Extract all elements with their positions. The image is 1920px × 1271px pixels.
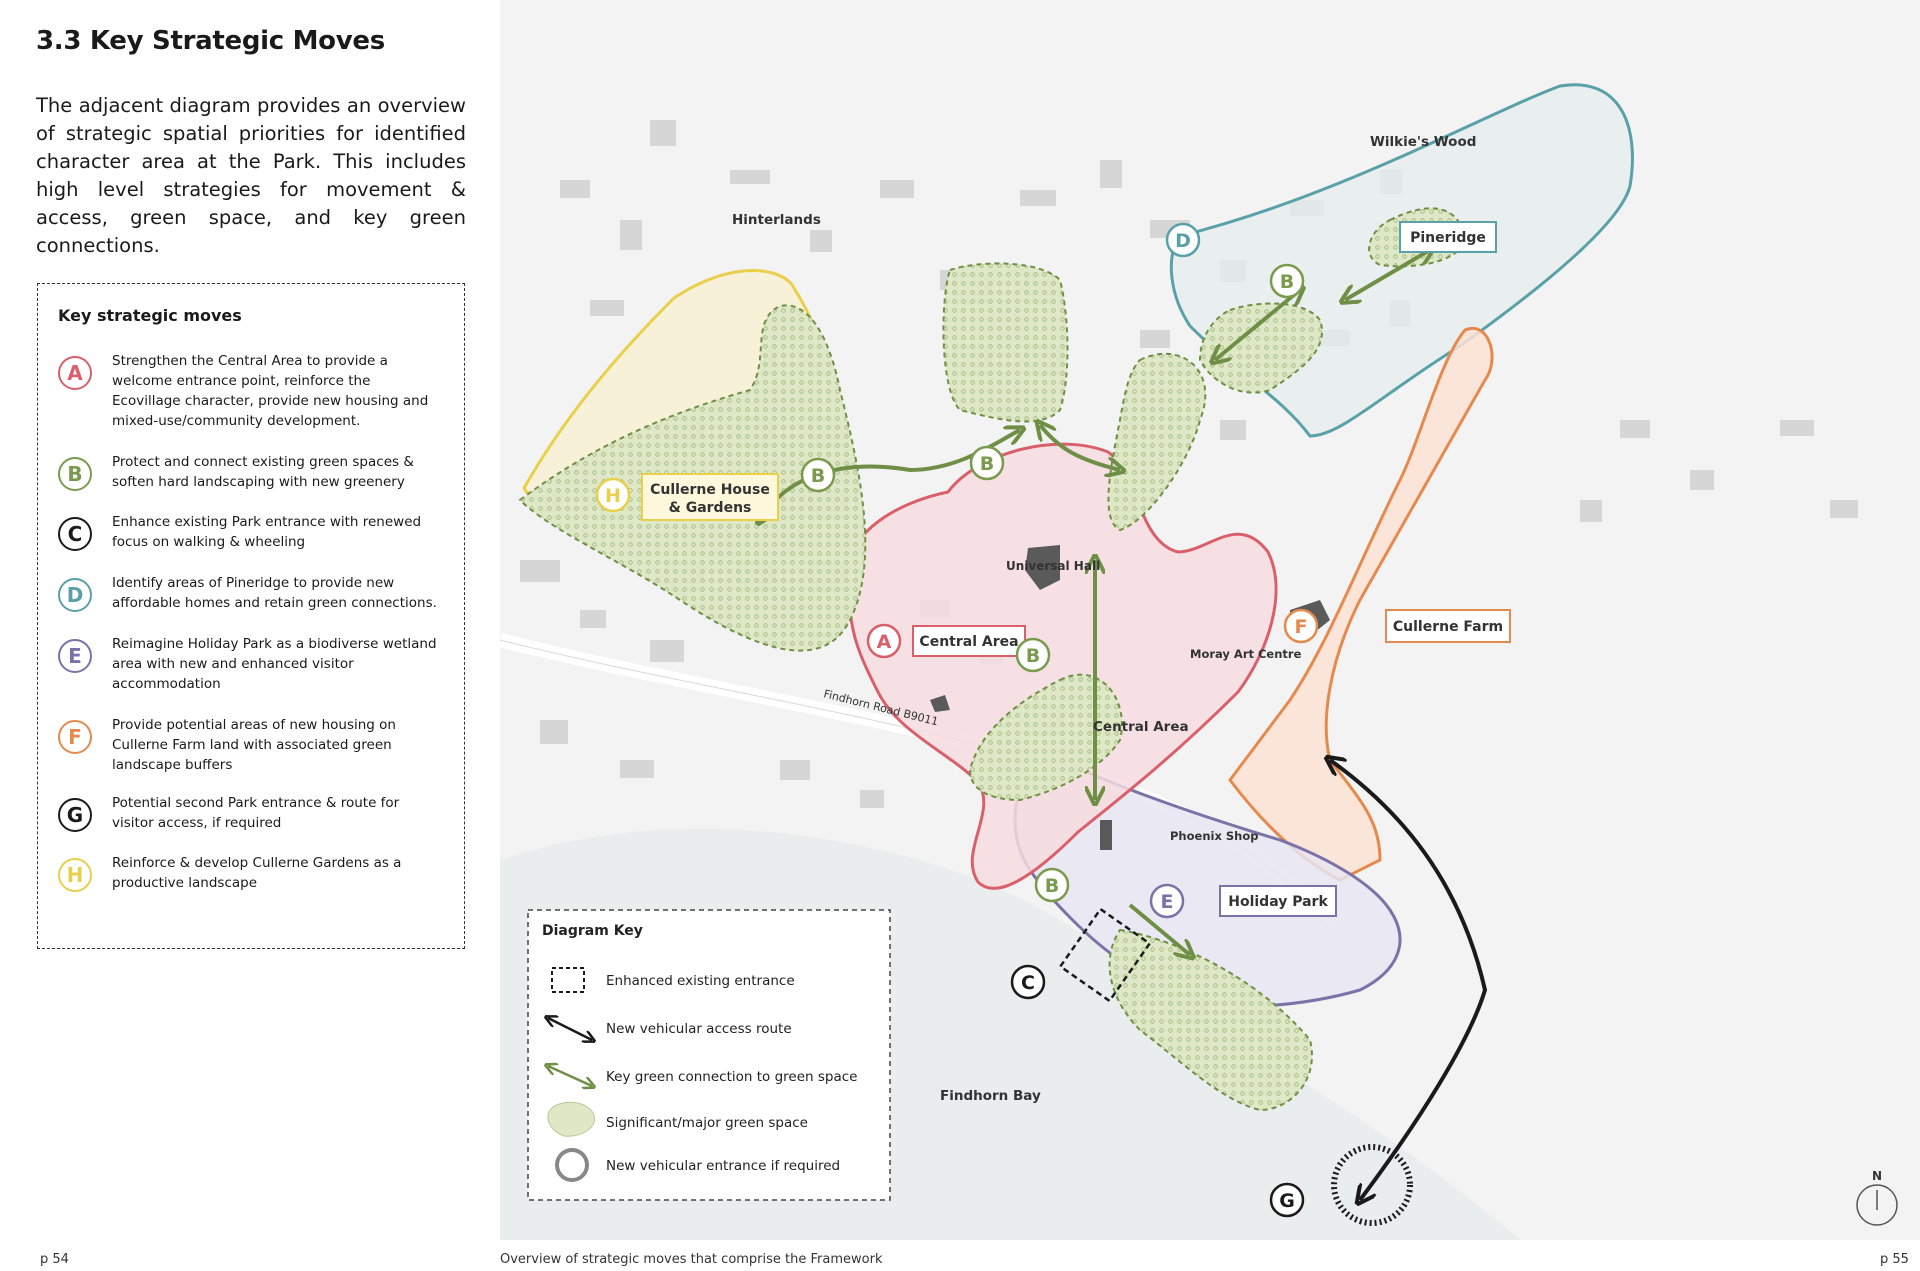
label-culerne-house: Cullerne House bbox=[650, 482, 770, 498]
right-page-number: p 55 bbox=[1880, 1252, 1909, 1267]
buildings bbox=[520, 120, 1858, 808]
universal-hall-building bbox=[1025, 545, 1060, 590]
key-item-greenspace: Significant/major green space bbox=[606, 1115, 808, 1131]
pineridge-label-box bbox=[1399, 221, 1497, 253]
move-e-text: Reimagine Holiday Park as a biodiverse w… bbox=[112, 636, 437, 692]
key-title: Key strategic moves bbox=[58, 306, 242, 325]
north-arrow: N bbox=[1856, 1169, 1898, 1226]
move-c-marker: C bbox=[58, 517, 92, 551]
label-culerne-gardens: & Gardens bbox=[669, 500, 752, 516]
diagram-key-title: Diagram Key bbox=[542, 923, 643, 939]
marker-b1: B bbox=[811, 465, 825, 487]
central-area-zone bbox=[846, 442, 1278, 890]
label-central-area-box: Central Area bbox=[919, 634, 1018, 650]
culerne-farm-label-box bbox=[1385, 609, 1511, 643]
left-page-number: p 54 bbox=[40, 1252, 69, 1267]
existing-entrance-box bbox=[1058, 907, 1152, 1003]
marker-f-circle bbox=[1283, 608, 1319, 644]
marker-b4-circle bbox=[1015, 637, 1051, 673]
new-entrance-circle bbox=[1331, 1144, 1413, 1226]
marker-b2-circle bbox=[969, 445, 1005, 481]
key-item-route: New vehicular access route bbox=[606, 1021, 792, 1037]
move-a-marker: A bbox=[58, 356, 92, 390]
move-f-text: Provide potential areas of new housing o… bbox=[112, 717, 396, 773]
marker-f: F bbox=[1295, 616, 1308, 638]
move-f-marker: F bbox=[58, 720, 92, 754]
key-item-new-entrance: New vehicular entrance if required bbox=[606, 1158, 840, 1174]
move-h-text: Reinforce & develop Cullerne Gardens as … bbox=[112, 855, 402, 891]
label-moray-art: Moray Art Centre bbox=[1190, 647, 1302, 661]
label-culerne-farm: Cullerne Farm bbox=[1393, 619, 1503, 635]
move-c-text: Enhance existing Park entrance with rene… bbox=[112, 514, 422, 550]
move-a-text: Strengthen the Central Area to provide a… bbox=[112, 353, 429, 429]
site-map: Wilkie's Wood Hinterlands Universal Hall… bbox=[500, 0, 1920, 1240]
marker-b2: B bbox=[980, 453, 994, 475]
marker-b5-circle bbox=[1034, 867, 1070, 903]
green-connections bbox=[760, 250, 1430, 955]
key-item-entrance: Enhanced existing entrance bbox=[606, 973, 795, 989]
marker-e-circle bbox=[1149, 883, 1185, 919]
marker-d-circle bbox=[1165, 222, 1201, 258]
marker-b4: B bbox=[1026, 645, 1040, 667]
left-page: 3.3 Key Strategic Moves The adjacent dia… bbox=[0, 0, 490, 1271]
marker-h-circle bbox=[595, 477, 631, 513]
key-route-swatch bbox=[548, 1018, 592, 1040]
phoenix-shop-building bbox=[1100, 820, 1112, 850]
label-wilkies-wood: Wilkie's Wood bbox=[1370, 134, 1476, 150]
diagram-key: Diagram Key Enhanced existing entrance N… bbox=[527, 909, 891, 1201]
holiday-park-label-box bbox=[1219, 885, 1337, 917]
intro-paragraph: The adjacent diagram provides an overvie… bbox=[36, 94, 466, 257]
marker-e: E bbox=[1161, 891, 1174, 913]
new-vehicular-route bbox=[1330, 760, 1488, 1200]
key-connection-swatch bbox=[548, 1066, 592, 1086]
label-findhorn-bay: Findhorn Bay bbox=[940, 1088, 1041, 1104]
map-caption: Overview of strategic moves that compris… bbox=[500, 1252, 883, 1267]
marker-a: A bbox=[877, 631, 892, 653]
marker-d: D bbox=[1175, 230, 1191, 252]
marker-h: H bbox=[605, 485, 621, 507]
move-d-marker: D bbox=[58, 578, 92, 612]
page-heading: 3.3 Key Strategic Moves bbox=[36, 26, 385, 56]
marker-b5: B bbox=[1045, 875, 1059, 897]
move-b-text: Protect and connect existing green space… bbox=[112, 454, 414, 490]
move-h-marker: H bbox=[58, 858, 92, 892]
key-greenspace-swatch bbox=[547, 1101, 596, 1137]
label-phoenix-shop: Phoenix Shop bbox=[1170, 829, 1258, 843]
move-d-text: Identify areas of Pineridge to provide n… bbox=[112, 575, 437, 611]
move-g-text: Potential second Park entrance & route f… bbox=[112, 795, 400, 831]
marker-b1-circle bbox=[800, 457, 836, 493]
label-central-area: Central Area bbox=[1093, 719, 1189, 735]
key-entrance-circle-swatch bbox=[555, 1148, 589, 1182]
marker-g: G bbox=[1279, 1190, 1295, 1212]
move-g-marker: G bbox=[58, 798, 92, 832]
strategic-moves-key: Key strategic moves A Strengthen the Cen… bbox=[37, 283, 465, 949]
marker-g-circle bbox=[1269, 1182, 1305, 1218]
label-universal-hall: Universal Hall bbox=[1006, 559, 1100, 573]
label-hinterlands: Hinterlands bbox=[732, 212, 821, 228]
marker-b3: B bbox=[1280, 271, 1294, 293]
label-pineridge: Pineridge bbox=[1410, 230, 1486, 246]
marker-b3-circle bbox=[1269, 263, 1305, 299]
north-label: N bbox=[1872, 1169, 1882, 1183]
culerne-house-label-box bbox=[641, 473, 779, 521]
small-building bbox=[930, 695, 950, 712]
key-entrance-swatch bbox=[551, 967, 585, 993]
key-item-connection: Key green connection to green space bbox=[606, 1069, 857, 1085]
move-e-marker: E bbox=[58, 639, 92, 673]
move-b-marker: B bbox=[58, 457, 92, 491]
label-holiday-park: Holiday Park bbox=[1228, 894, 1328, 910]
marker-c: C bbox=[1021, 972, 1035, 994]
marker-c-circle bbox=[1010, 964, 1046, 1000]
marker-a-circle bbox=[866, 623, 902, 659]
